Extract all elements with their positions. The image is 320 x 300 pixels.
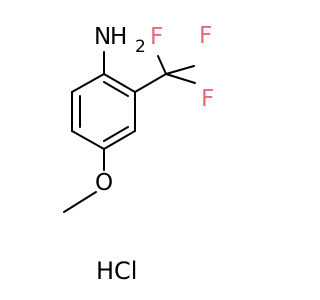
fluorine-2-label: F — [199, 23, 212, 49]
bond-ring-c1-c2 — [103, 73, 136, 93]
bond-ring-c6-c1 — [71, 73, 105, 93]
molecule-structure: N H 2 F F F O HCl — [63, 23, 214, 285]
nh2-h-label: H — [110, 24, 127, 50]
bond-cf3-f3 — [165, 73, 196, 84]
bond-ring-double-inner-right-bottom — [103, 126, 129, 142]
hcl-salt-label: HCl — [96, 257, 137, 285]
structure-canvas: N H 2 F F F O HCl — [63, 23, 215, 285]
fluorine-1-label: F — [150, 24, 163, 50]
nh2-n-label: N — [94, 24, 111, 50]
bond-o-ch3 — [63, 191, 97, 213]
nh2-subscript-label: 2 — [135, 37, 146, 57]
fluorine-3-label: F — [201, 86, 214, 112]
bond-ring-c4-c5 — [71, 130, 105, 150]
bonds — [63, 51, 196, 213]
bond-c2-cf3 — [134, 73, 167, 93]
oxygen-label: O — [95, 170, 113, 196]
bond-cf3-f2 — [165, 65, 195, 75]
bond-ring-c3-c4 — [103, 130, 136, 150]
bond-ring-double-inner-right-top — [103, 81, 129, 97]
bond-cf3-f1 — [157, 55, 167, 75]
atom-labels: N H 2 F F F O HCl — [94, 23, 214, 285]
